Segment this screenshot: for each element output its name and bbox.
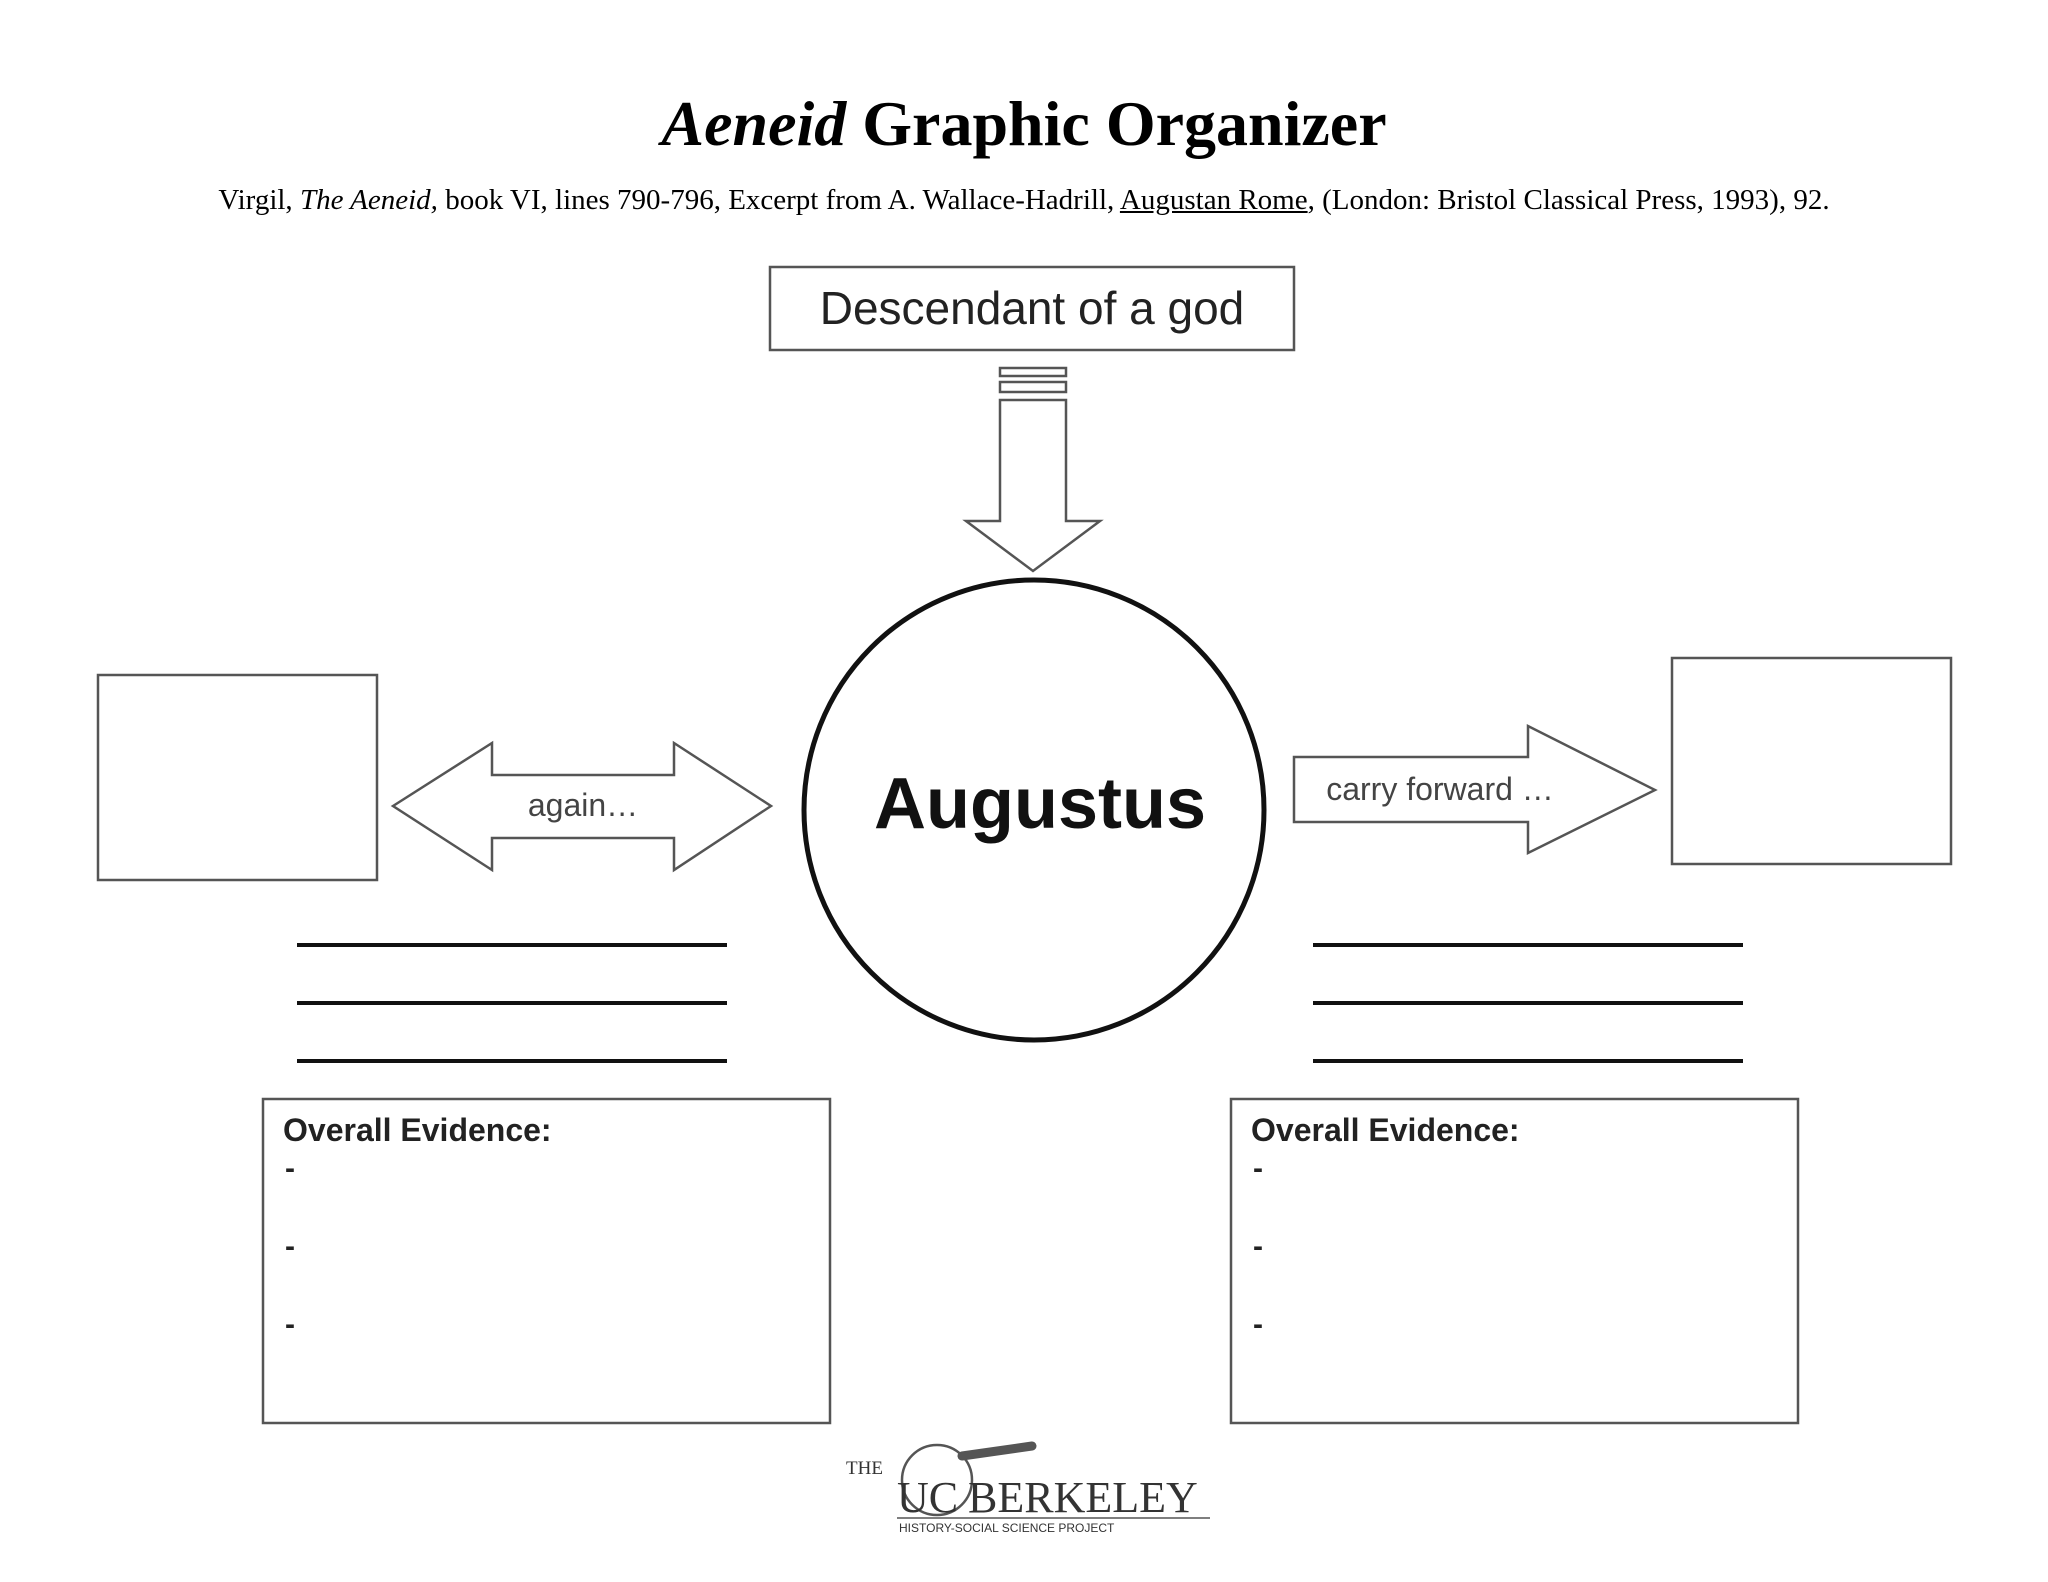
- citation-work: The Aeneid,: [299, 184, 438, 216]
- right-arrow: [1292, 723, 1658, 856]
- left-double-arrow: [390, 740, 774, 873]
- citation: Virgil, The Aeneid, book VI, lines 790-7…: [0, 186, 2048, 215]
- down-arrow: [962, 366, 1104, 573]
- center-circle: [801, 577, 1267, 1043]
- citation-part2: book VI, lines 790-796, Excerpt from A. …: [437, 184, 1120, 216]
- citation-source: Augustan Rome: [1119, 184, 1308, 216]
- logo-berkeley: BERKELEY: [968, 1473, 1198, 1522]
- logo-subtitle: HISTORY-SOCIAL SCIENCE PROJECT: [899, 1521, 1115, 1535]
- title-italic: Aeneid: [661, 88, 847, 159]
- left-evidence-heading: Overall Evidence:: [283, 1112, 552, 1148]
- right-empty-box[interactable]: [1670, 656, 1953, 866]
- right-evidence-bullet-3: -: [1253, 1308, 1263, 1341]
- right-evidence-box[interactable]: [1229, 1097, 1800, 1425]
- logo-uc: UC: [897, 1473, 958, 1522]
- magnifier-lens-icon: [900, 1443, 974, 1517]
- left-evidence-box[interactable]: [261, 1097, 832, 1425]
- top-box-label: Descendant of a god: [820, 282, 1245, 334]
- left-evidence-bullet-1: -: [285, 1152, 295, 1185]
- right-evidence-heading: Overall Evidence:: [1251, 1112, 1520, 1148]
- right-arrow-label: carry forward …: [1326, 771, 1554, 807]
- left-evidence-bullet-2: -: [285, 1230, 295, 1263]
- top-box: [768, 265, 1296, 352]
- left-empty-box[interactable]: [96, 673, 379, 882]
- page-title: Aeneid Graphic Organizer: [0, 92, 2048, 156]
- magnifier-handle-icon: [957, 1441, 1037, 1461]
- center-label: Augustus: [874, 764, 1206, 844]
- left-evidence-bullet-3: -: [285, 1308, 295, 1341]
- uc-berkeley-logo: THE UC BERKELEY HISTORY-SOCIAL SCIENCE P…: [846, 1441, 1210, 1535]
- citation-part3: , (London: Bristol Classical Press, 1993…: [1307, 184, 1830, 216]
- left-arrow-label: again…: [528, 787, 638, 823]
- right-evidence-bullet-2: -: [1253, 1230, 1263, 1263]
- title-rest: Graphic Organizer: [846, 88, 1387, 159]
- citation-part1: Virgil,: [218, 184, 300, 216]
- logo-the: THE: [846, 1458, 883, 1479]
- right-evidence-bullet-1: -: [1253, 1152, 1263, 1185]
